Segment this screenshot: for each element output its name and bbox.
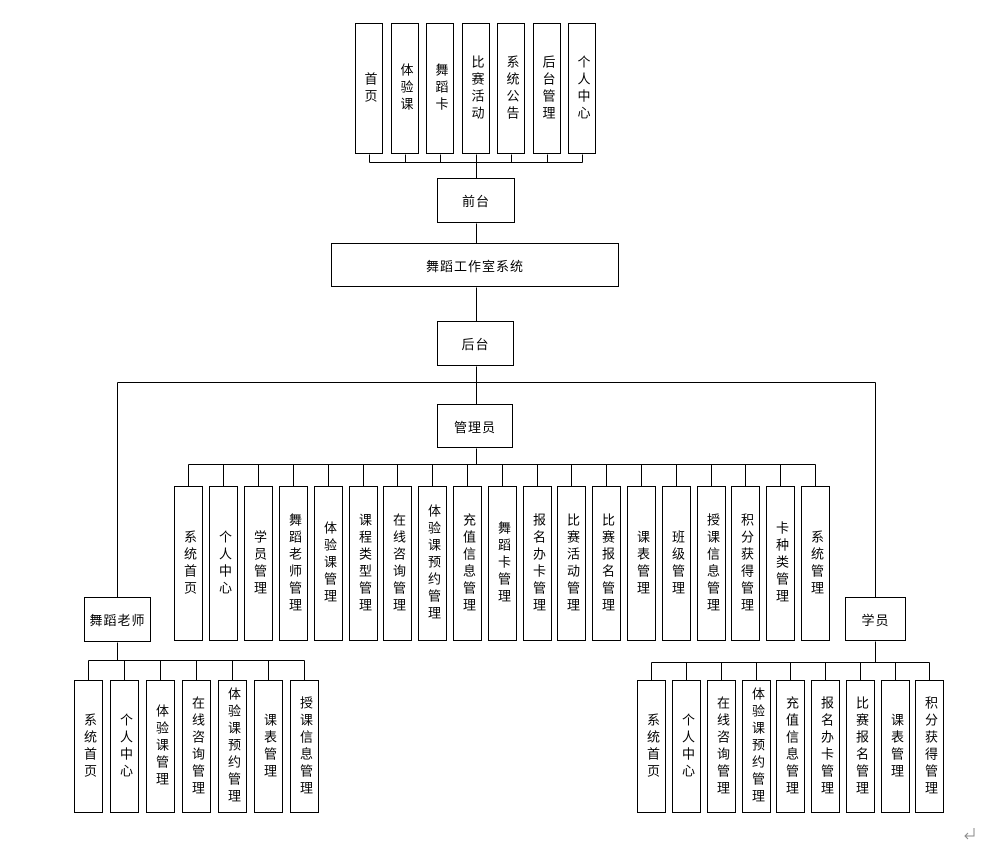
frontend-module: 体验课 bbox=[391, 23, 419, 154]
admin-module: 学员管理 bbox=[244, 486, 273, 641]
frontend-module: 后台管理 bbox=[533, 23, 561, 154]
student-module: 课表管理 bbox=[881, 680, 910, 813]
teacher-module: 授课信息管理 bbox=[290, 680, 319, 813]
student-module: 体验课预约管理 bbox=[742, 680, 771, 813]
student-module: 积分获得管理 bbox=[915, 680, 944, 813]
paragraph-mark-icon bbox=[964, 828, 975, 840]
teacher-module: 个人中心 bbox=[110, 680, 139, 813]
admin-module: 卡种类管理 bbox=[766, 486, 795, 641]
teacher-module: 在线咨询管理 bbox=[182, 680, 211, 813]
frontend-node: 前台 bbox=[437, 178, 515, 223]
system-root-node: 舞蹈工作室系统 bbox=[331, 243, 619, 287]
student-module: 充值信息管理 bbox=[776, 680, 805, 813]
teacher-module: 系统首页 bbox=[74, 680, 103, 813]
admin-module: 比赛活动管理 bbox=[557, 486, 586, 641]
frontend-module: 比赛活动 bbox=[462, 23, 490, 154]
frontend-module: 舞蹈卡 bbox=[426, 23, 454, 154]
admin-module: 班级管理 bbox=[662, 486, 691, 641]
teacher-node: 舞蹈老师 bbox=[84, 597, 151, 642]
admin-module: 比赛报名管理 bbox=[592, 486, 621, 641]
admin-module: 课表管理 bbox=[627, 486, 656, 641]
teacher-module: 课表管理 bbox=[254, 680, 283, 813]
frontend-module: 首页 bbox=[355, 23, 383, 154]
student-module: 个人中心 bbox=[672, 680, 701, 813]
admin-module: 系统管理 bbox=[801, 486, 830, 641]
student-module: 在线咨询管理 bbox=[707, 680, 736, 813]
admin-module: 个人中心 bbox=[209, 486, 238, 641]
frontend-module: 系统公告 bbox=[497, 23, 525, 154]
teacher-module: 体验课预约管理 bbox=[218, 680, 247, 813]
admin-module: 舞蹈老师管理 bbox=[279, 486, 308, 641]
backend-node: 后台 bbox=[437, 321, 514, 366]
admin-module: 报名办卡管理 bbox=[523, 486, 552, 641]
student-node: 学员 bbox=[845, 597, 906, 641]
student-module: 比赛报名管理 bbox=[846, 680, 875, 813]
student-module: 报名办卡管理 bbox=[811, 680, 840, 813]
admin-module: 舞蹈卡管理 bbox=[488, 486, 517, 641]
student-module: 系统首页 bbox=[637, 680, 666, 813]
admin-module: 体验课预约管理 bbox=[418, 486, 447, 641]
admin-module: 积分获得管理 bbox=[731, 486, 760, 641]
admin-module: 在线咨询管理 bbox=[383, 486, 412, 641]
admin-module: 体验课管理 bbox=[314, 486, 343, 641]
admin-module: 授课信息管理 bbox=[697, 486, 726, 641]
admin-module: 充值信息管理 bbox=[453, 486, 482, 641]
admin-node: 管理员 bbox=[437, 404, 513, 448]
teacher-module: 体验课管理 bbox=[146, 680, 175, 813]
frontend-module: 个人中心 bbox=[568, 23, 596, 154]
admin-module: 系统首页 bbox=[174, 486, 203, 641]
admin-module: 课程类型管理 bbox=[349, 486, 378, 641]
